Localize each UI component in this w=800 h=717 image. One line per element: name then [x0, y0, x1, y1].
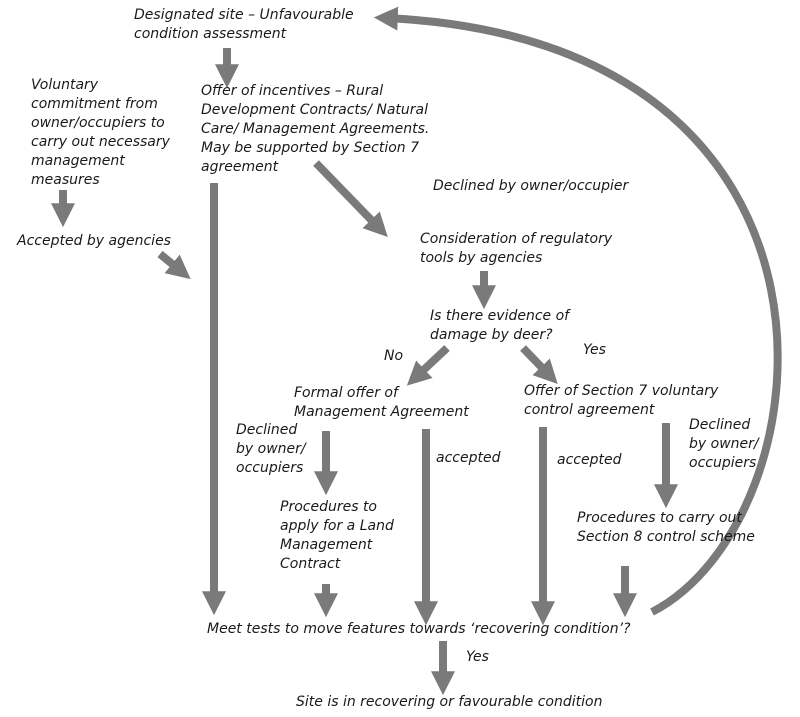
label-final-yes: Yes	[466, 649, 489, 665]
node-deer-damage-question: Is there evidence of damage by deer?	[430, 308, 570, 343]
node-formal-offer: Formal offer of Management Agreement	[294, 385, 469, 420]
node-meet-tests-question: Meet tests to move features towards ‘rec…	[207, 621, 631, 637]
arrow-offer-to-regulatory	[313, 160, 388, 238]
node-voluntary-commitment: Voluntary commitment from owner/occupier…	[31, 77, 170, 188]
label-declined-right: Declined by owner/ occupiers	[689, 417, 759, 471]
arrow-loop-back-to-site	[373, 6, 782, 616]
node-accepted-by-agencies: Accepted by agencies	[17, 233, 171, 249]
node-declined-by-owner-occupier: Declined by owner/occupier	[433, 178, 629, 194]
arrow-accepted-agencies-diagonal	[157, 250, 191, 280]
arrow-deer-yes	[520, 345, 558, 385]
label-yes: Yes	[583, 342, 606, 358]
label-accepted-left: accepted	[436, 450, 501, 466]
node-designated-site: Designated site – Unfavourable condition…	[134, 7, 354, 42]
label-declined-left: Declined by owner/ occupiers	[236, 422, 306, 476]
node-land-management-procedures: Procedures to apply for a Land Managemen…	[280, 499, 394, 572]
node-section8-procedures: Procedures to carry out Section 8 contro…	[577, 510, 755, 545]
node-final-status: Site is in recovering or favourable cond…	[296, 694, 603, 710]
label-no: No	[384, 348, 404, 364]
node-section7-offer: Offer of Section 7 voluntary control agr…	[524, 383, 719, 418]
label-accepted-right: accepted	[557, 452, 622, 468]
arrow-deer-no	[406, 345, 450, 386]
node-offer-of-incentives: Offer of incentives – Rural Development …	[201, 83, 430, 175]
node-regulatory-tools: Consideration of regulatory tools by age…	[420, 231, 613, 266]
